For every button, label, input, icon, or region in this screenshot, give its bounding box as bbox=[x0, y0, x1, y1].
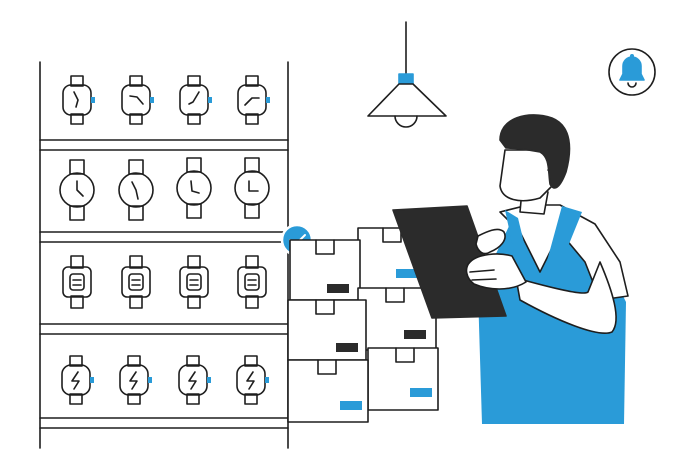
watch-icon bbox=[237, 255, 267, 309]
watch-icon bbox=[59, 159, 95, 221]
watch-icon bbox=[121, 255, 151, 309]
ceiling-lamp bbox=[367, 21, 447, 128]
watch-icon bbox=[179, 75, 212, 125]
box bbox=[289, 239, 361, 301]
watch-icon bbox=[119, 355, 152, 405]
watch-shelf bbox=[39, 61, 289, 449]
watch-row-4 bbox=[61, 355, 269, 405]
watch-icon bbox=[236, 355, 269, 405]
watch-icon bbox=[179, 255, 209, 309]
watch-icon bbox=[176, 157, 212, 219]
box bbox=[367, 347, 439, 411]
box bbox=[287, 299, 367, 361]
bell-icon[interactable] bbox=[608, 48, 656, 96]
worker-with-clipboard bbox=[392, 114, 629, 424]
box bbox=[287, 359, 369, 423]
watch-icon bbox=[62, 255, 92, 309]
watch-row-3 bbox=[62, 255, 267, 309]
watch-icon bbox=[178, 355, 211, 405]
watch-row-2 bbox=[59, 157, 270, 221]
watch-row-1 bbox=[62, 75, 270, 125]
watch-icon bbox=[234, 157, 270, 219]
watch-icon bbox=[62, 75, 95, 125]
watch-icon bbox=[121, 75, 154, 125]
watch-icon bbox=[61, 355, 94, 405]
watch-icon bbox=[118, 159, 154, 221]
watch-icon bbox=[237, 75, 270, 125]
box bbox=[357, 287, 437, 351]
